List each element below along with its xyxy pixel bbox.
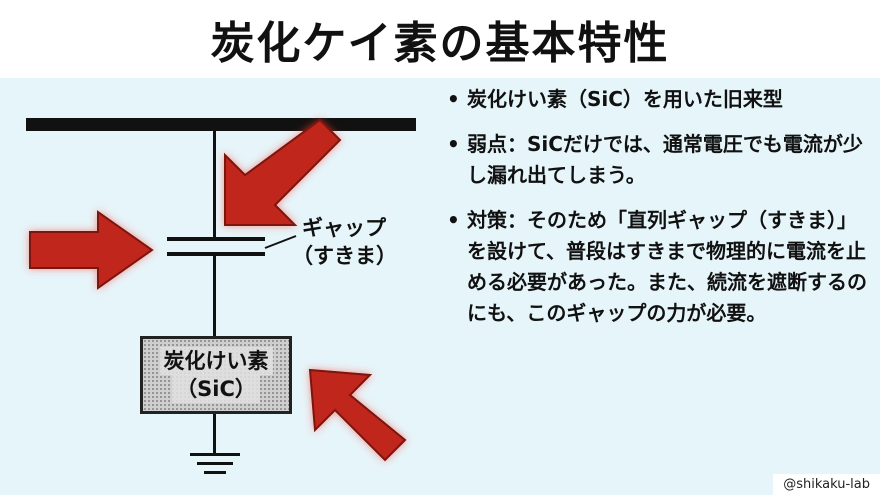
arrester-diagram: ギャップ （すきま） 炭化けい素 （SiC）: [0, 78, 440, 495]
conductor-middle: [213, 256, 216, 336]
gap-label: ギャップ （すきま）: [292, 214, 397, 270]
ground-symbol: [190, 453, 240, 474]
gap-electrode-lower: [167, 252, 265, 256]
diagram-svg: [26, 118, 416, 474]
arrow-diagonal-bottom: [308, 368, 407, 462]
bullet-list: 炭化けい素（SiC）を用いた旧来型 弱点：SiCだけでは、通常電圧でも電流が少し…: [445, 84, 875, 343]
arrow-left: [29, 210, 154, 290]
sic-label-line1: 炭化けい素: [159, 347, 273, 375]
gap-electrode-upper: [167, 237, 265, 241]
bus-bar: [26, 118, 416, 131]
credit-label: @shikaku-lab: [773, 474, 880, 495]
arrow-diagonal-top: [224, 118, 342, 226]
page-title: 炭化ケイ素の基本特性: [210, 18, 670, 69]
gap-label-line1: ギャップ: [302, 216, 386, 240]
gap-leader-line: [264, 235, 297, 249]
sic-label-line2: （SiC）: [172, 375, 260, 403]
bullet-item: 弱点：SiCだけでは、通常電圧でも電流が少し漏れ出てしまう。: [445, 129, 875, 191]
bullet-item: 対策：そのため「直列ギャップ（すきま）」を設けて、普段はすきまで物理的に電流を止…: [445, 205, 875, 329]
conductor-bottom: [213, 414, 216, 454]
bullet-item: 炭化けい素（SiC）を用いた旧来型: [445, 84, 875, 115]
conductor-top: [213, 131, 216, 238]
sic-element: 炭化けい素 （SiC）: [140, 336, 292, 414]
title-bar: 炭化ケイ素の基本特性: [0, 0, 880, 78]
gap-label-line2: （すきま）: [292, 244, 397, 268]
